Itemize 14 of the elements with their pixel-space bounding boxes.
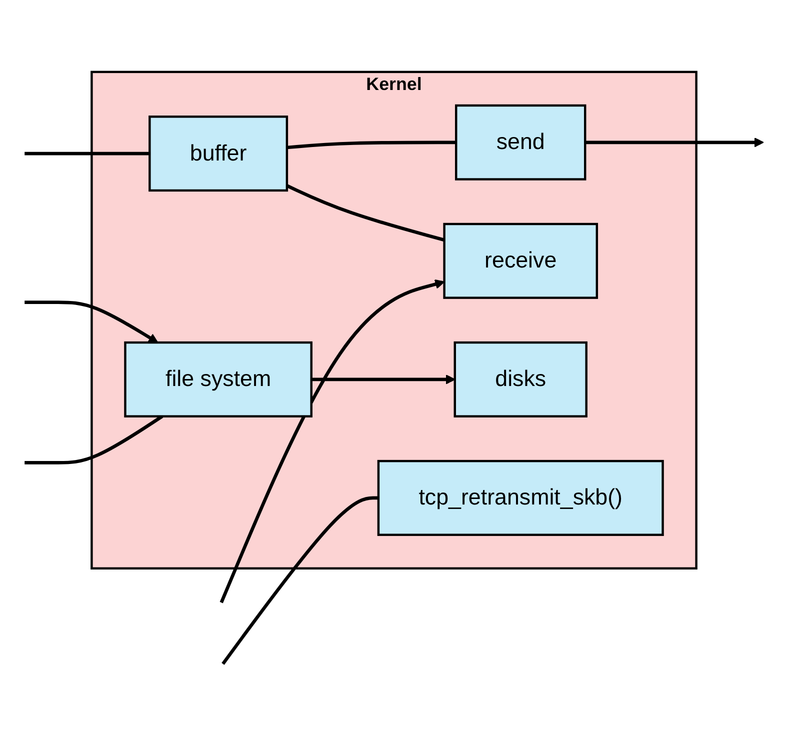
node-box: receive	[443, 222, 598, 298]
node-box: tcp_retransmit_skb()	[377, 459, 664, 536]
connector-line	[24, 151, 150, 155]
node-box: send	[455, 104, 586, 180]
node-box: disks	[454, 340, 588, 417]
arrow	[585, 137, 764, 147]
node-box: buffer	[148, 115, 288, 192]
connector-line	[286, 140, 456, 149]
connector-line	[286, 184, 445, 242]
arrow	[311, 374, 456, 384]
connector-line	[222, 496, 378, 664]
arrow	[24, 300, 158, 343]
arrow	[220, 278, 445, 603]
node-box: file system	[124, 340, 312, 417]
